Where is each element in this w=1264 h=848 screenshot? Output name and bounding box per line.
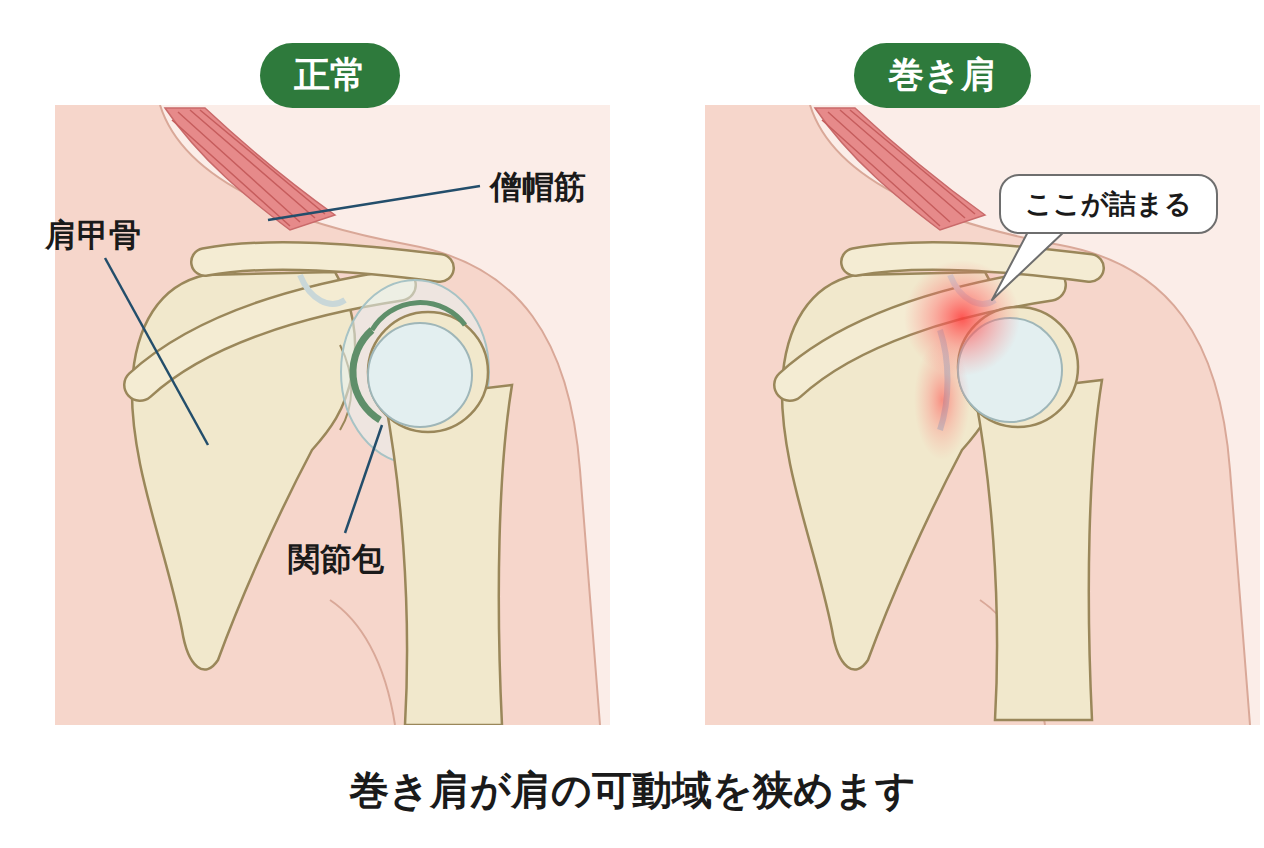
badge-title: 巻き肩 [888,51,997,100]
part-label: 肩甲骨 [45,214,141,258]
caption: 巻き肩が肩の可動域を狭めます [349,763,916,818]
badge-title: 正常 [294,51,366,100]
title-badge: 巻き肩 [854,43,1031,108]
leader-lines [105,186,480,533]
part-label: 関節包 [288,538,384,582]
bubble-tail [992,228,1066,300]
rounded-shoulder [705,105,1260,725]
title-badge: 正常 [260,43,400,108]
callout-bubble: ここが詰まる [999,174,1218,234]
part-label: 僧帽筋 [490,166,586,210]
normal-shoulder [55,105,610,725]
callout-text: ここが詰まる [1025,186,1192,222]
